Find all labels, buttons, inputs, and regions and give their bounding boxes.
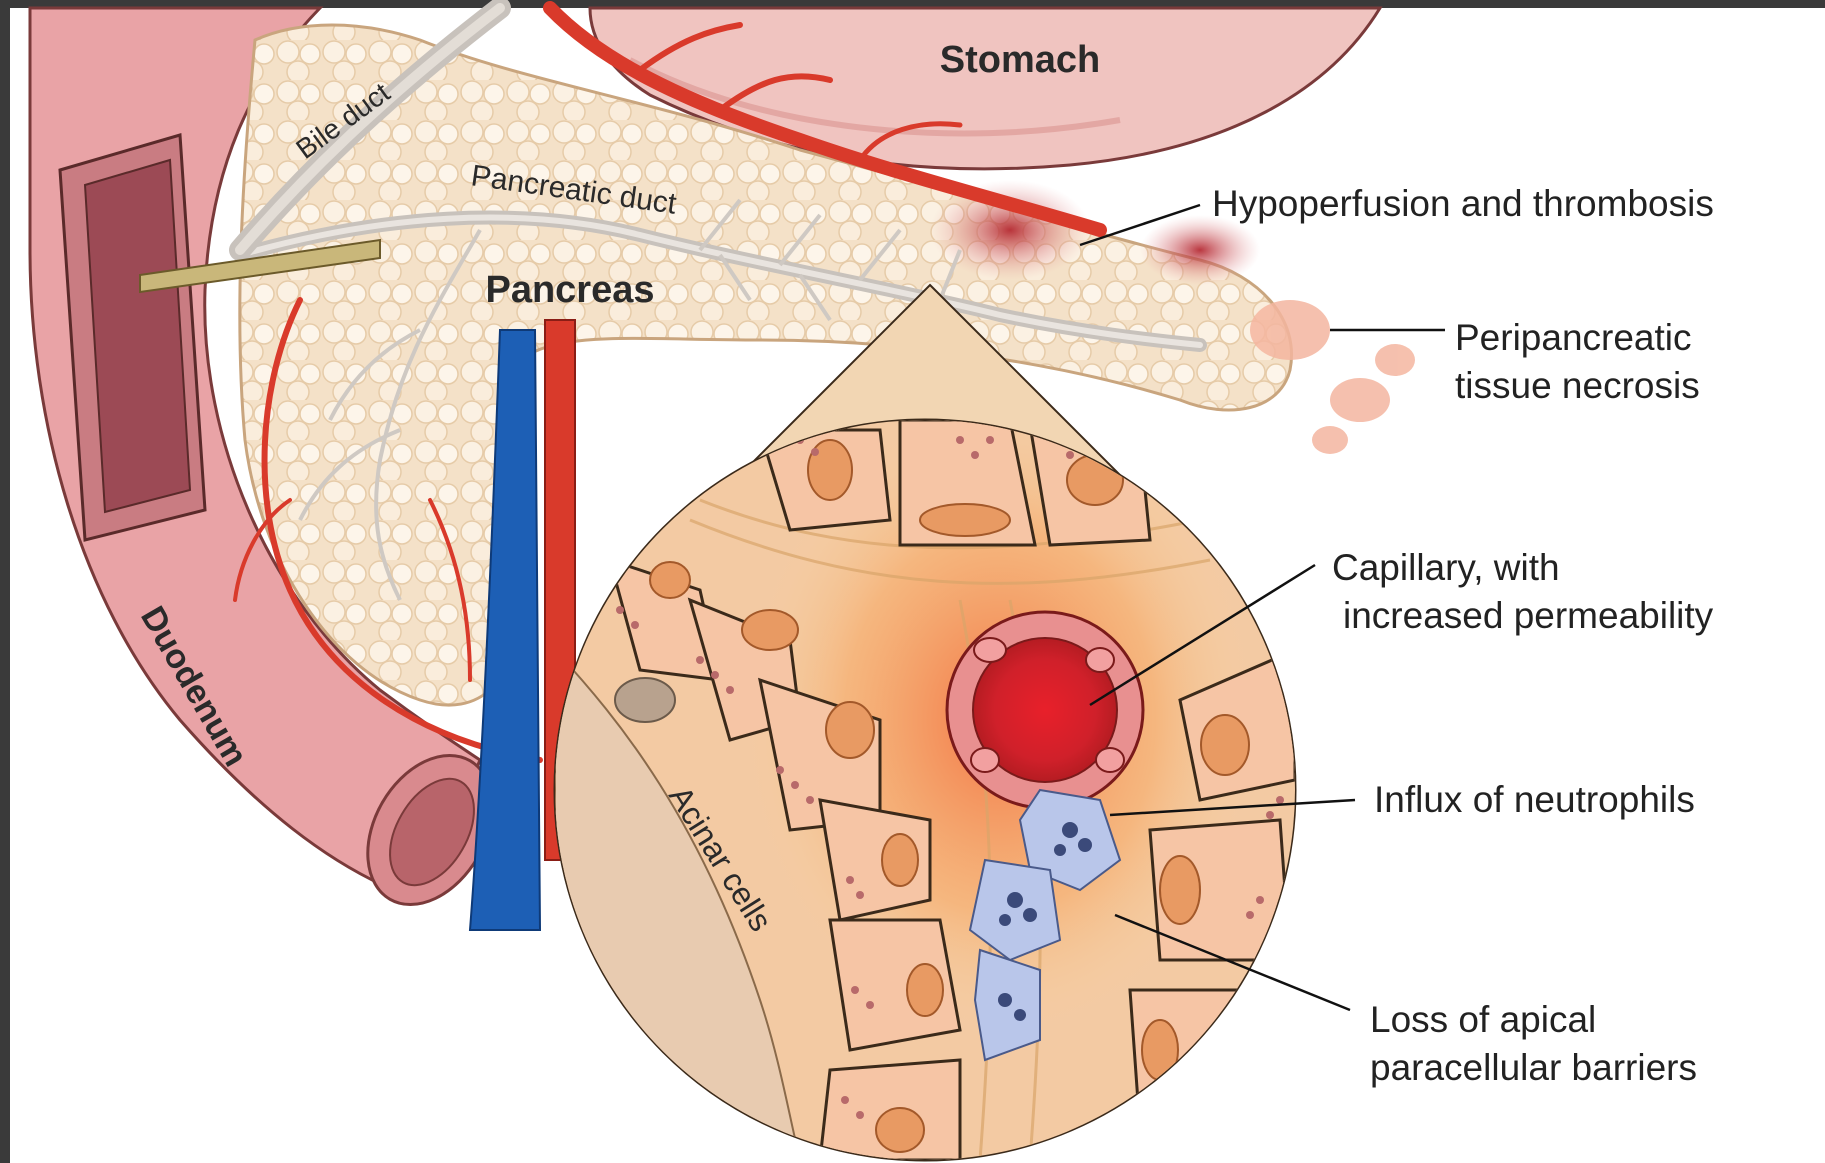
necrosis-zone [1140,215,1260,285]
callout-hypoperfusion: Hypoperfusion and thrombosis [1212,183,1714,224]
callout-necrosis-line2: tissue necrosis [1455,365,1700,406]
callout-capillary-line2: increased permeability [1343,595,1714,636]
capillary [947,612,1143,808]
callout-capillary-line1: Capillary, with [1332,547,1560,588]
callout-loss-line2: paracellular barriers [1370,1047,1697,1088]
callout-necrosis-line1: Peripancreatic [1455,317,1692,358]
label-stomach: Stomach [940,39,1100,81]
label-pancreas: Pancreas [485,269,654,311]
callout-loss-line1: Loss of apical [1370,999,1596,1040]
callout-neutrophils: Influx of neutrophils [1374,779,1695,820]
